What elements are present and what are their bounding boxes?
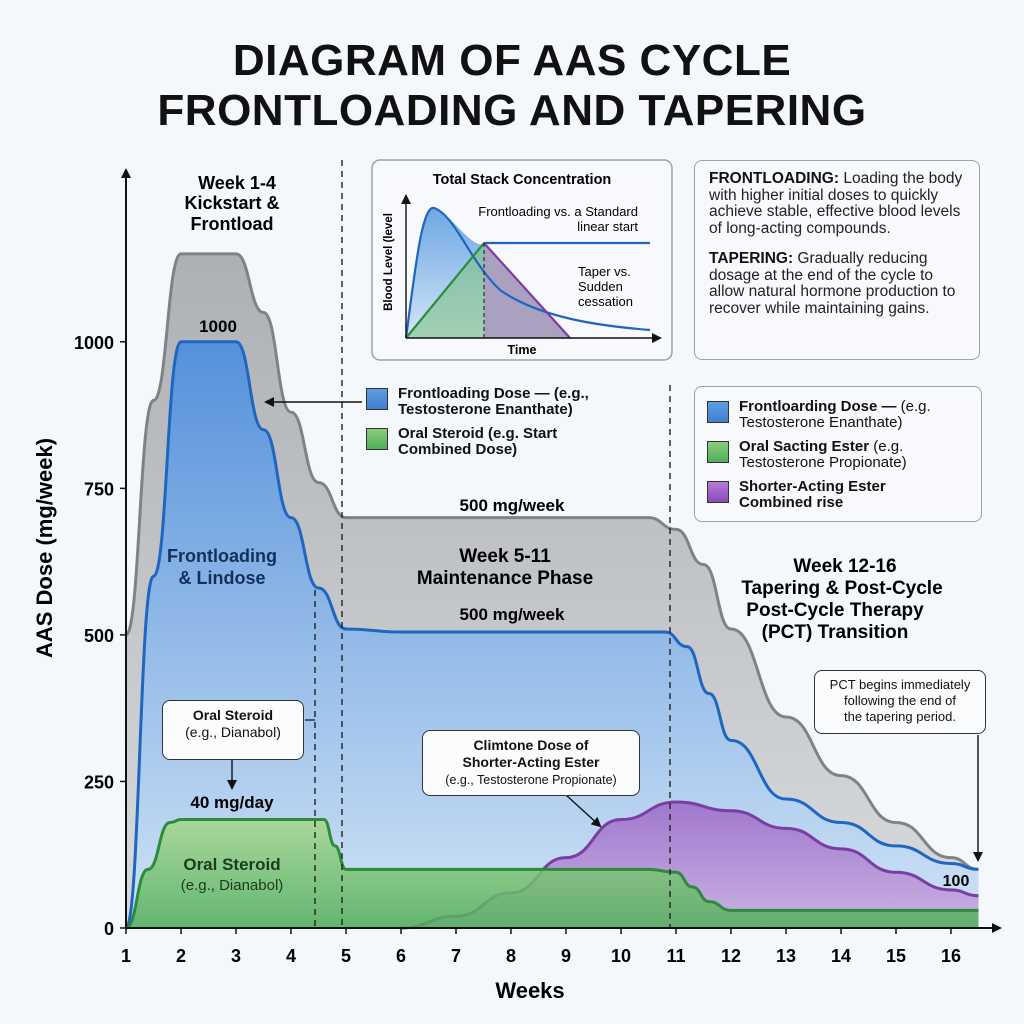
x-tick-label: 6 (396, 946, 406, 966)
frontloading-definition: FRONTLOADING: Loading the body with high… (709, 170, 965, 237)
frontloading-term: FRONTLOADING: (709, 170, 840, 187)
line-blue (124, 340, 979, 930)
phase-taper-line-3: Post-Cycle Therapy (746, 600, 924, 621)
legend-mid-text: Oral Steroid (e.g. Start Combined Dose) (398, 425, 558, 458)
page-title: DIAGRAM OF AAS CYCLE FRONTLOADING AND TA… (0, 36, 1024, 136)
legend-right-swatch-purple (707, 481, 729, 503)
legend-right-row: Shorter-Acting Ester Combined rise (707, 479, 969, 511)
legend-right-row: Oral Sacting Ester (e.g. Testosterone Pr… (707, 439, 969, 471)
phase-frontload-line-3: Frontload (191, 214, 274, 234)
frontload-area-label-2: & Lindose (178, 568, 265, 588)
phase-taper-line-2: Tapering & Post-Cycle (741, 578, 942, 599)
x-tick-label: 15 (886, 946, 906, 966)
blue-plateau-label: 500 mg/week (460, 605, 565, 624)
x-tick-label: 7 (451, 946, 461, 966)
x-tick-label: 1 (121, 946, 131, 966)
legend-mid-swatch-green (366, 428, 388, 450)
inset-note-1-line-2: linear start (577, 219, 638, 234)
phase-maintenance-line-1: Week 5-11 (459, 546, 551, 567)
tapering-term: TAPERING: (709, 250, 794, 267)
y-tick-label: 0 (104, 919, 114, 939)
inset-x-label: Time (508, 343, 537, 357)
area-blue (126, 341, 979, 928)
phase-frontload-line-2: Kickstart & (184, 193, 279, 213)
definitions-box: FRONTLOADING: Loading the body with high… (694, 160, 980, 360)
title-line-2: FRONTLOADING AND TAPERING (157, 86, 867, 135)
line-gray (124, 252, 979, 871)
legend-right-row: Frontloarding Dose — (e.g. Testosterone … (707, 399, 969, 431)
phase-maintenance-line-2: Maintenance Phase (417, 568, 593, 589)
tapering-text: Gradually reducing dosage at the end of … (709, 250, 956, 317)
inset-linear-line (405, 242, 485, 339)
legend-right-swatch-green (707, 441, 729, 463)
x-tick-label: 12 (721, 946, 741, 966)
y-tick-label: 500 (84, 626, 114, 646)
tapering-definition: TAPERING: Gradually reducing dosage at t… (709, 250, 965, 317)
short-ester-callout: Climtone Dose of Shorter-Acting Ester (e… (422, 730, 640, 796)
x-tick-label: 10 (611, 946, 631, 966)
phase-frontload-line-1: Week 1-4 (198, 173, 276, 193)
legend-mid-text: Frontloading Dose — (e.g., Testosterone … (398, 385, 589, 418)
inset-note-2-line-1: Taper vs. (578, 264, 631, 279)
legend-right: Frontloarding Dose — (e.g. Testosterone … (694, 386, 982, 522)
x-tick-label: 16 (941, 946, 961, 966)
line-green (125, 818, 979, 930)
x-tick-label: 2 (176, 946, 186, 966)
short-ester-arrow (565, 794, 602, 828)
x-tick-label: 8 (506, 946, 516, 966)
inset-note-1-line-1: Frontloading vs. a Standard (478, 204, 638, 219)
inset-note-2-line-2: Sudden (578, 279, 623, 294)
legend-mid-row: Frontloading Dose — (e.g., Testosterone … (366, 386, 666, 418)
x-tick-label: 13 (776, 946, 796, 966)
x-tick-label: 11 (666, 946, 685, 966)
legend-mid-swatch-blue (366, 388, 388, 410)
inset-taper-line (483, 242, 571, 339)
x-tick-label: 4 (286, 946, 296, 966)
frontloading-text: Loading the body with higher initial dos… (709, 170, 963, 237)
pct-callout: PCT begins immediately following the end… (814, 670, 986, 734)
phase-taper-line-1: Week 12-16 (793, 556, 896, 577)
x-tick-label: 3 (231, 946, 241, 966)
peak-value-label: 1000 (199, 317, 237, 336)
area-green (126, 819, 979, 928)
inset-y-label: Blood Level (level (383, 213, 395, 311)
oral-area-label-2: (e.g., Dianabol) (181, 877, 284, 894)
y-tick-label: 1000 (74, 333, 114, 353)
frontload-area-label-1: Frontloading (167, 546, 277, 566)
phase-taper-line-4: (PCT) Transition (762, 622, 909, 643)
y-tick-label: 250 (84, 772, 114, 792)
x-tick-label: 5 (341, 946, 351, 966)
legend-right-swatch-blue (707, 401, 729, 423)
oral-area-label-1: Oral Steroid (183, 855, 280, 874)
x-axis-title: Weeks (495, 978, 564, 1003)
x-tick-label: 14 (831, 946, 851, 966)
oral-dose-label: 40 mg/day (190, 793, 274, 812)
legend-mid: Frontloading Dose — (e.g., Testosterone … (366, 386, 666, 466)
end-value-label: 100 (943, 873, 970, 890)
oral-steroid-callout: Oral Steroid (e.g., Dianabol) (162, 700, 304, 760)
inset-chart: Total Stack Concentration Blood Level (l… (371, 159, 673, 361)
y-axis-title: AAS Dose (mg/week) (32, 438, 57, 658)
title-line-1: DIAGRAM OF AAS CYCLE (232, 36, 792, 85)
x-tick-label: 9 (561, 946, 571, 966)
legend-mid-row: Oral Steroid (e.g. Start Combined Dose) (366, 426, 666, 458)
gray-plateau-label: 500 mg/week (460, 496, 565, 515)
inset-note-2-line-3: cessation (578, 294, 633, 309)
inset-title: Total Stack Concentration (433, 172, 612, 188)
inset-frontload-curve (404, 206, 651, 339)
y-tick-label: 750 (84, 479, 114, 499)
